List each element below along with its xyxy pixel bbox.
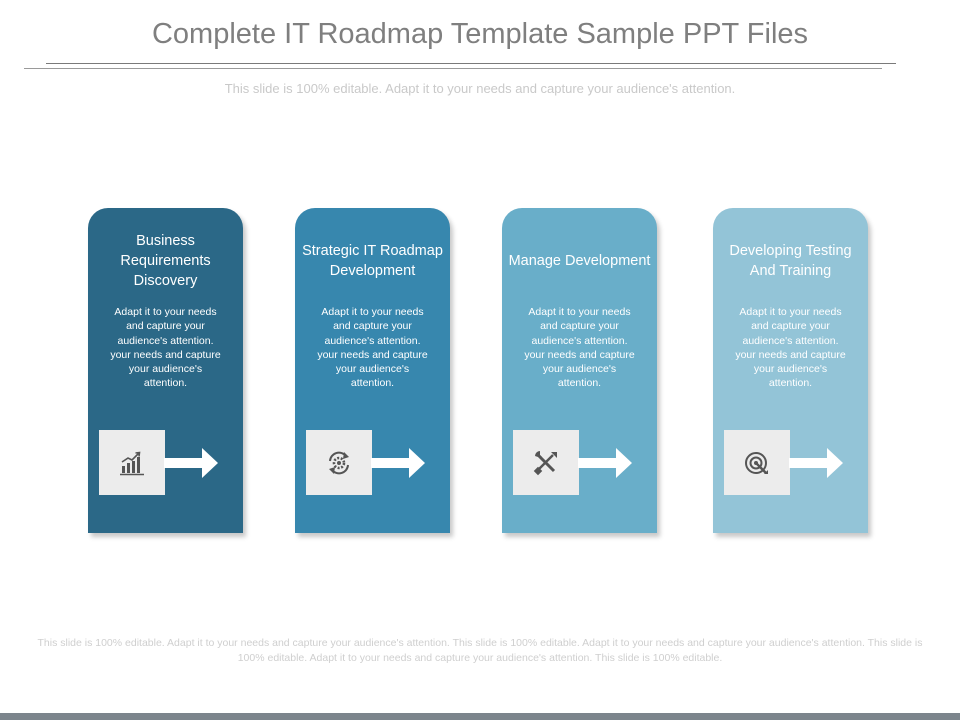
card-heading: Strategic IT Roadmap Development <box>302 243 443 279</box>
card-icon-box <box>724 430 790 495</box>
bar-chart-icon <box>120 451 144 475</box>
card-heading: Developing Testing And Training <box>729 243 852 279</box>
card-heading: Business Requirements Discovery <box>120 233 211 289</box>
target-icon <box>745 451 768 474</box>
card-icon-box <box>513 430 579 495</box>
roadmap-card-1: Business Requirements Discovery Adapt it… <box>88 208 243 533</box>
card-body-text: Adapt it to your needs and capture your … <box>524 306 635 390</box>
roadmap-card-4: Developing Testing And Training Adapt it… <box>713 208 868 533</box>
right-arrow-icon <box>789 448 843 478</box>
right-arrow-icon <box>164 448 218 478</box>
slide-footer-text: This slide is 100% editable. Adapt it to… <box>37 637 923 664</box>
card-heading: Manage Development <box>508 253 651 269</box>
roadmap-card-3: Manage Development Adapt it to your need… <box>502 208 657 533</box>
bottom-bar <box>0 713 960 720</box>
title-divider-upper <box>46 63 896 64</box>
tools-icon <box>533 450 557 475</box>
card-body-text: Adapt it to your needs and capture your … <box>735 306 846 390</box>
gear-cycle-icon <box>329 451 349 474</box>
slide-subtitle: This slide is 100% editable. Adapt it to… <box>224 81 736 96</box>
card-icon-box <box>99 430 165 495</box>
slide-title: Complete IT Roadmap Template Sample PPT … <box>151 18 809 50</box>
roadmap-card-2: Strategic IT Roadmap Development Adapt i… <box>295 208 450 533</box>
card-icon-box <box>306 430 372 495</box>
title-divider-lower <box>24 68 882 69</box>
card-body-text: Adapt it to your needs and capture your … <box>317 306 428 390</box>
right-arrow-icon <box>371 448 425 478</box>
right-arrow-icon <box>578 448 632 478</box>
card-body-text: Adapt it to your needs and capture your … <box>110 306 221 390</box>
